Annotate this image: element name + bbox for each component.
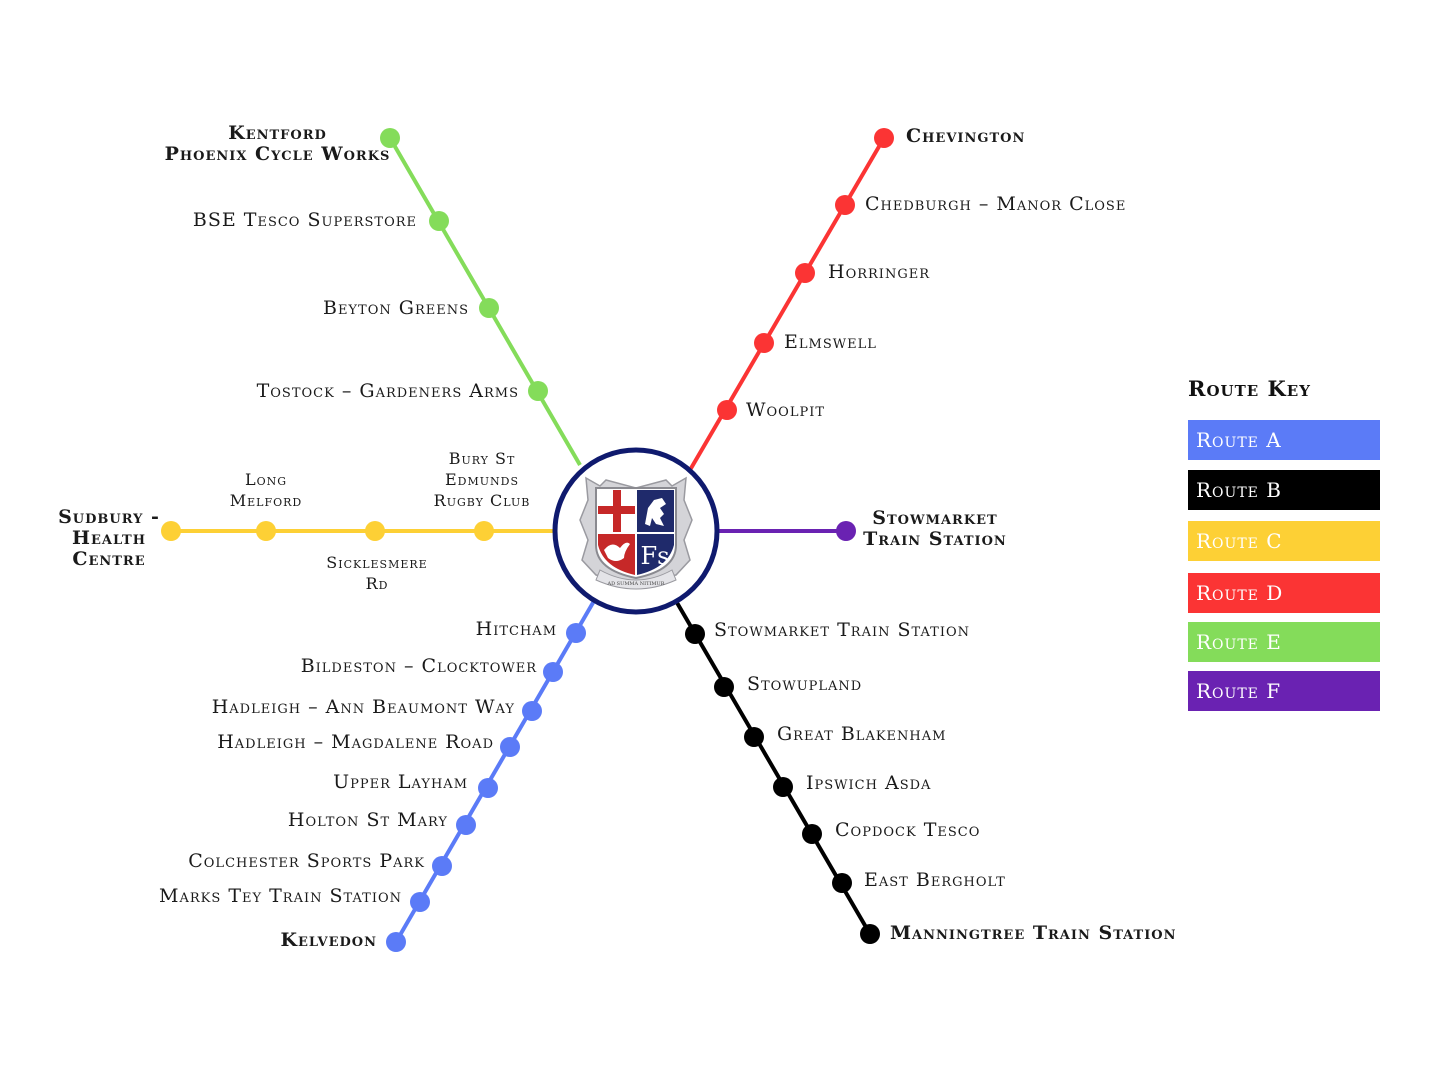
key-route-c[interactable]: Route C	[1188, 521, 1380, 561]
label-horringer: Horringer	[828, 261, 930, 283]
key-route-b[interactable]: Route B	[1188, 470, 1380, 510]
label-bury-line2: Edmunds	[444, 470, 519, 489]
stop-chevington[interactable]	[874, 128, 894, 148]
label-hadleigh-magdalene: Hadleigh – Magdalene Road	[217, 731, 494, 753]
label-hitcham: Hitcham	[475, 618, 557, 640]
stop-bildeston[interactable]	[543, 662, 563, 682]
route-key-title: Route Key	[1188, 376, 1311, 401]
label-kentford-line2: Phoenix Cycle Works	[164, 143, 391, 165]
stop-hadleigh-ann[interactable]	[522, 701, 542, 721]
key-route-f[interactable]: Route F	[1188, 671, 1380, 711]
label-kentford: Kentford Phoenix Cycle Works	[150, 123, 405, 165]
crest-letters: Fs	[641, 542, 670, 570]
stop-upper-layham[interactable]	[478, 778, 498, 798]
label-stowmarket-f-line1: Stowmarket	[872, 507, 998, 529]
label-bildeston: Bildeston – Clocktower	[300, 655, 537, 677]
label-tostock: Tostock – Gardeners Arms	[256, 380, 519, 402]
label-sicklesmere: Sicklesmere Rd	[312, 552, 442, 594]
stop-sudbury[interactable]	[161, 521, 181, 541]
crest-motto: AD SUMMA NITIMUR	[606, 581, 664, 587]
stops	[161, 128, 894, 952]
label-stowmarket-f: Stowmarket Train Station	[860, 508, 1010, 550]
label-chevington: Chevington	[906, 125, 1026, 147]
key-route-e[interactable]: Route E	[1188, 622, 1380, 662]
label-bury-line3: Rugby Club	[433, 491, 531, 510]
stop-beyton-greens[interactable]	[479, 298, 499, 318]
label-copdock: Copdock Tesco	[835, 819, 981, 841]
label-stowupland: Stowupland	[747, 673, 863, 695]
stop-woolpit[interactable]	[717, 400, 737, 420]
stop-stowmarket-b[interactable]	[685, 624, 705, 644]
label-kelvedon: Kelvedon	[280, 929, 377, 951]
label-ipswich-asda: Ipswich Asda	[806, 772, 932, 794]
stop-kelvedon[interactable]	[386, 932, 406, 952]
stop-horringer[interactable]	[795, 263, 815, 283]
stop-stowupland[interactable]	[714, 677, 734, 697]
crest-cross-horizontal	[598, 506, 635, 514]
label-manningtree: Manningtree Train Station	[890, 922, 1177, 944]
label-long-melford-line1: Long	[244, 470, 288, 489]
stop-east-bergholt[interactable]	[832, 873, 852, 893]
stop-holton[interactable]	[456, 815, 476, 835]
label-sicklesmere-line2: Rd	[365, 574, 389, 593]
label-bse-tesco: BSE Tesco Superstore	[192, 209, 417, 231]
stop-manningtree[interactable]	[860, 924, 880, 944]
stop-stowmarket-f[interactable]	[836, 521, 856, 541]
label-sudbury-line1: Sudbury -	[58, 506, 160, 528]
label-elmswell: Elmswell	[784, 331, 877, 353]
label-sicklesmere-line1: Sicklesmere	[326, 553, 428, 572]
label-marks-tey: Marks Tey Train Station	[159, 885, 402, 907]
label-woolpit: Woolpit	[746, 399, 826, 421]
route-key: Route Key Route A Route B Route C Route …	[1188, 376, 1380, 711]
label-sudbury-line2: Health	[72, 527, 146, 549]
label-chedburgh: Chedburgh – Manor Close	[865, 193, 1127, 215]
stop-colchester[interactable]	[432, 856, 452, 876]
crest-quarter-letters	[637, 534, 674, 575]
label-upper-layham: Upper Layham	[333, 771, 468, 793]
label-stowmarket-b: Stowmarket Train Station	[714, 619, 970, 641]
label-long-melford-line2: Melford	[229, 491, 303, 510]
stop-kentford[interactable]	[380, 128, 400, 148]
label-stowmarket-f-line2: Train Station	[863, 528, 1007, 550]
label-sudbury-line3: Centre	[72, 548, 146, 570]
route-lines	[170, 136, 886, 944]
stop-long-melford[interactable]	[256, 521, 276, 541]
stop-great-blakenham[interactable]	[744, 727, 764, 747]
stop-marks-tey[interactable]	[410, 892, 430, 912]
stop-bse-tesco[interactable]	[429, 211, 449, 231]
route-a-line	[394, 599, 596, 944]
stop-bury-rugby[interactable]	[474, 521, 494, 541]
label-hadleigh-ann: Hadleigh – Ann Beaumont Way	[211, 696, 515, 718]
stop-ipswich-asda[interactable]	[773, 777, 793, 797]
label-kentford-line1: Kentford	[228, 122, 327, 144]
stop-elmswell[interactable]	[754, 333, 774, 353]
label-long-melford: Long Melford	[206, 469, 326, 511]
label-beyton-greens: Beyton Greens	[322, 297, 469, 319]
stop-sicklesmere[interactable]	[365, 521, 385, 541]
stop-hitcham[interactable]	[566, 623, 586, 643]
hub-crest[interactable]: Fs AD SUMMA NITIMUR	[552, 447, 720, 615]
label-east-bergholt: East Bergholt	[864, 869, 1006, 891]
label-colchester: Colchester Sports Park	[188, 850, 425, 872]
stop-chedburgh[interactable]	[835, 195, 855, 215]
dove-icon	[604, 542, 630, 561]
stop-tostock[interactable]	[528, 381, 548, 401]
label-holton: Holton St Mary	[287, 809, 448, 831]
label-bury-line1: Bury St	[448, 449, 516, 468]
label-bury-rugby: Bury St Edmunds Rugby Club	[416, 448, 548, 511]
lion-icon	[645, 498, 666, 526]
label-sudbury: Sudbury - Health Centre	[50, 507, 168, 570]
stop-copdock[interactable]	[802, 824, 822, 844]
key-route-d[interactable]: Route D	[1188, 573, 1380, 613]
crest-motto-banner	[595, 569, 677, 590]
label-great-blakenham: Great Blakenham	[777, 723, 947, 745]
stop-hadleigh-magdalene[interactable]	[500, 737, 520, 757]
key-route-a[interactable]: Route A	[1188, 420, 1380, 460]
